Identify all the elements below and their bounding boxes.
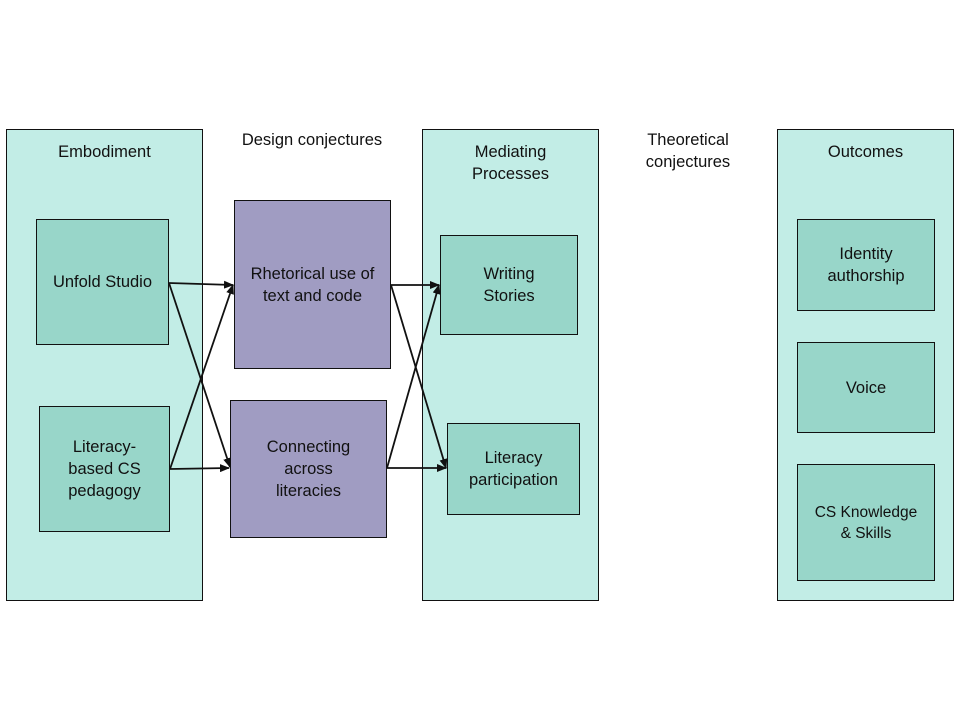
unfold-studio-box: Unfold Studio: [36, 219, 169, 345]
literacy-participation-box: Literacy participation: [447, 423, 580, 515]
embodiment-title: Embodiment: [58, 143, 151, 161]
mediating-processes-title: Mediating Processes: [471, 143, 550, 183]
literacy-based-cs-pedagogy-box: Literacy- based CS pedagogy: [39, 406, 170, 532]
voice-box: Voice: [797, 342, 935, 433]
mediating-processes-column: Mediating Processes: [422, 129, 599, 601]
rhetorical-use-box: Rhetorical use of text and code: [234, 200, 391, 369]
outcomes-title: Outcomes: [827, 143, 904, 161]
writing-stories-box: Writing Stories: [440, 235, 578, 335]
identity-authorship-box: Identity authorship: [797, 219, 935, 311]
cs-knowledge-skills-box: CS Knowledge & Skills: [797, 464, 935, 581]
connecting-across-literacies-box: Connecting across literacies: [230, 400, 387, 538]
theoretical-conjectures-label: Theoretical conjectures: [645, 131, 731, 171]
design-conjectures-label: Design conjectures: [241, 131, 383, 149]
